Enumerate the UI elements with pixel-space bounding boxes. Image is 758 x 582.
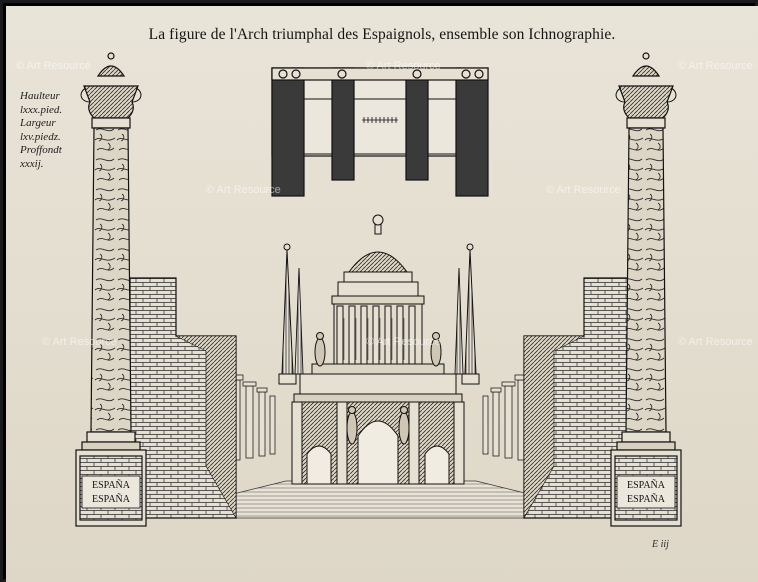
arch-engraving: ESPAÑA ESPAÑA ESPAÑA ESPAÑA <box>75 52 682 527</box>
watermark: © Art Resource <box>366 336 441 348</box>
triumphal-arch <box>291 214 465 485</box>
column-left <box>75 52 147 527</box>
watermark: © Art Resource <box>678 336 753 348</box>
watermark: © Art Resource <box>16 60 91 72</box>
folio-number: E iij <box>652 539 669 550</box>
watermark: © Art Resource <box>42 336 117 348</box>
watermark: © Art Resource <box>678 60 753 72</box>
watermark: © Art Resource <box>546 184 621 196</box>
obelisk-right <box>461 243 480 385</box>
dimension-line: Proffondt <box>20 144 62 156</box>
dimension-line: lxv.piedz. <box>20 130 61 143</box>
engraving-sheet: La figure de l'Arch triumphal des Espaig… <box>6 6 758 582</box>
dimension-line: Largeur <box>20 117 56 129</box>
base-inscription-left-2: ESPAÑA <box>92 493 131 505</box>
dimension-line: Haulteur <box>20 90 60 102</box>
watermark: © Art Resource <box>206 184 281 196</box>
base-inscription-left-1: ESPAÑA <box>92 479 131 491</box>
base-inscription-right-2: ESPAÑA <box>627 493 666 505</box>
watermark: © Art Resource <box>366 60 441 72</box>
page-title: La figure de l'Arch triumphal des Espaig… <box>148 26 616 43</box>
column-right <box>610 52 682 527</box>
dimensions-note: Haulteur lxxx.pied. Largeur lxv.piedz. P… <box>20 90 90 171</box>
obelisk-left <box>278 243 297 385</box>
obelisk-inner-pair <box>294 267 464 375</box>
base-inscription-right-1: ESPAÑA <box>627 479 666 491</box>
ground-plan <box>271 67 489 197</box>
brick-pedestal-right <box>523 277 633 520</box>
dimension-line: lxxx.pied. <box>20 103 63 116</box>
dimension-line: xxxij. <box>20 157 44 170</box>
